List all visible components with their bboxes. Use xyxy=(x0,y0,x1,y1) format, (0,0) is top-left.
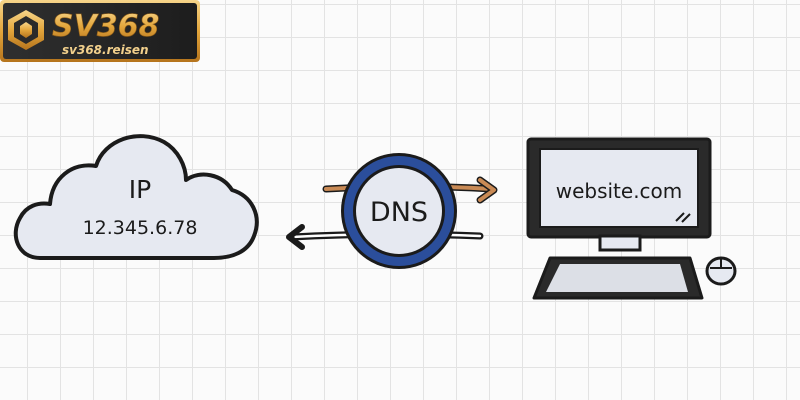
logo-cube-icon xyxy=(8,10,44,50)
logo-brand-text: SV368 xyxy=(52,9,159,44)
monitor-stand xyxy=(598,234,642,252)
cloud-title: IP xyxy=(129,175,151,204)
ip-cloud: IP 12.345.6.78 xyxy=(13,134,259,260)
computer: website.com xyxy=(526,137,712,252)
dns-server: DNS xyxy=(341,153,457,269)
ip-address: 12.345.6.78 xyxy=(83,217,198,239)
dns-label: DNS xyxy=(370,197,428,228)
mouse-icon xyxy=(705,256,737,286)
logo-domain-text: sv368.reisen xyxy=(62,43,149,57)
keyboard-icon xyxy=(532,256,704,300)
brand-logo: SV368 sv368.reisen xyxy=(0,0,200,62)
screen-url: website.com xyxy=(556,179,683,203)
cloud-shape xyxy=(13,134,259,260)
dns-inner xyxy=(356,168,442,254)
monitor-screen xyxy=(539,148,699,228)
